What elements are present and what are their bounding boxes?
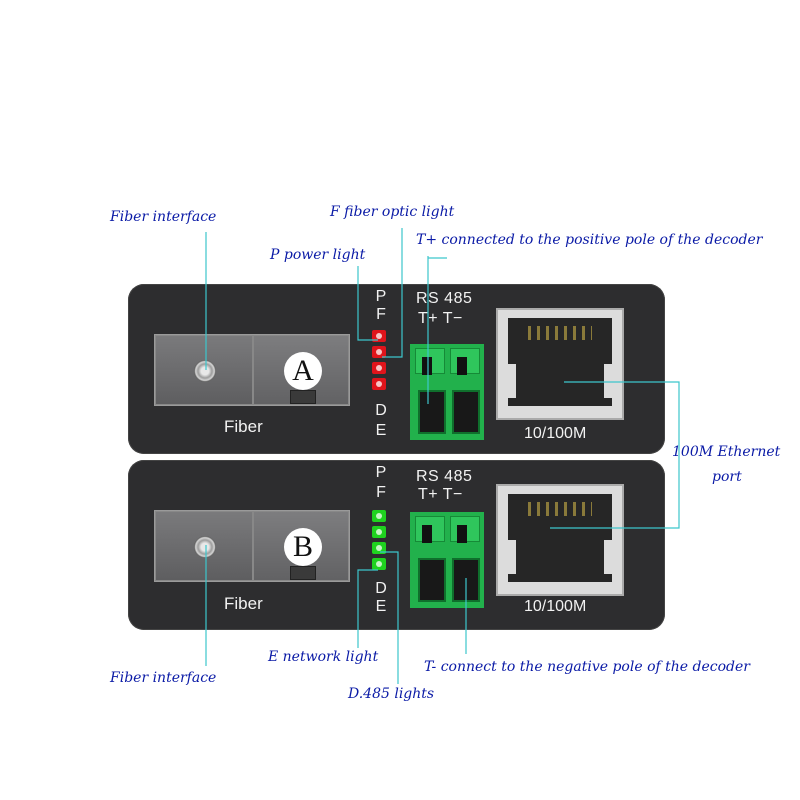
leader-ethernet-port	[550, 381, 680, 529]
rs485-terminal-block	[410, 512, 484, 608]
label-ethernet-port-line1: 100M Ethernet	[672, 444, 781, 460]
ethernet-speed-label: 10/100M	[524, 598, 587, 615]
converter-unit-b: B Fiber P F D E RS 485 T+ T− 10/100M	[128, 460, 665, 630]
rs485-label: RS 485	[416, 468, 473, 485]
led-f	[372, 346, 386, 358]
sc-fiber-connector: A	[154, 334, 350, 406]
led-strip	[372, 330, 386, 394]
led-d	[372, 362, 386, 374]
led-f	[372, 526, 386, 538]
label-t-minus: T- connect to the negative pole of the d…	[424, 659, 750, 675]
indicator-letter-d: D	[375, 402, 387, 419]
led-p	[372, 330, 386, 342]
led-e	[372, 378, 386, 390]
indicator-letter-f: F	[376, 306, 386, 323]
fiber-label: Fiber	[224, 594, 263, 613]
label-fiber-interface-top: Fiber interface	[110, 209, 217, 225]
converter-unit-a: A Fiber P F D E RS 485 T+ T− 10/100M	[128, 284, 665, 454]
indicator-letter-p: P	[375, 464, 387, 481]
terminal-hole-minus	[452, 390, 480, 434]
fiber-port-icon	[194, 360, 216, 382]
rj45-ethernet-port	[496, 484, 624, 596]
connector-clip	[290, 390, 316, 404]
terminal-hole-plus	[418, 390, 446, 434]
screw-icon	[422, 357, 432, 375]
unit-letter-badge: A	[284, 352, 322, 390]
rs485-label: RS 485	[416, 290, 473, 307]
screw-icon	[422, 525, 432, 543]
label-p-power-light: P power light	[270, 247, 366, 263]
indicator-letter-f: F	[376, 484, 386, 501]
label-d485-lights: D.485 lights	[348, 686, 435, 702]
indicator-letter-e: E	[375, 598, 387, 615]
indicator-letter-p: P	[375, 288, 387, 305]
label-f-fiber-optic-light: F fiber optic light	[330, 204, 455, 220]
leader-e-network-light	[357, 569, 378, 648]
fiber-label: Fiber	[224, 417, 263, 436]
terminal-polarity-label: T+ T−	[418, 310, 463, 327]
leader-p-power-light	[357, 266, 378, 341]
indicator-letter-e: E	[375, 422, 387, 439]
rj45-ethernet-port	[496, 308, 624, 420]
led-e	[372, 558, 386, 570]
connector-clip	[290, 566, 316, 580]
label-fiber-interface-bottom: Fiber interface	[110, 670, 217, 686]
label-ethernet-port-line2: port	[712, 469, 742, 485]
led-p	[372, 510, 386, 522]
label-t-plus: T+ connected to the positive pole of the…	[416, 232, 763, 248]
label-e-network-light: E network light	[268, 649, 379, 665]
led-strip	[372, 510, 386, 574]
indicator-letter-d: D	[375, 580, 387, 597]
screw-icon	[457, 357, 467, 375]
terminal-hole-plus	[418, 558, 446, 602]
leader-d485-lights	[380, 551, 399, 684]
fiber-port-icon	[194, 536, 216, 558]
sc-fiber-connector: B	[154, 510, 350, 582]
led-d	[372, 542, 386, 554]
unit-letter-badge: B	[284, 528, 322, 566]
rs485-terminal-block	[410, 344, 484, 440]
leader-t-plus	[427, 256, 447, 404]
leader-f-fiber-light	[382, 228, 403, 358]
screw-icon	[457, 525, 467, 543]
terminal-polarity-label: T+ T−	[418, 486, 463, 503]
ethernet-speed-label: 10/100M	[524, 425, 587, 442]
